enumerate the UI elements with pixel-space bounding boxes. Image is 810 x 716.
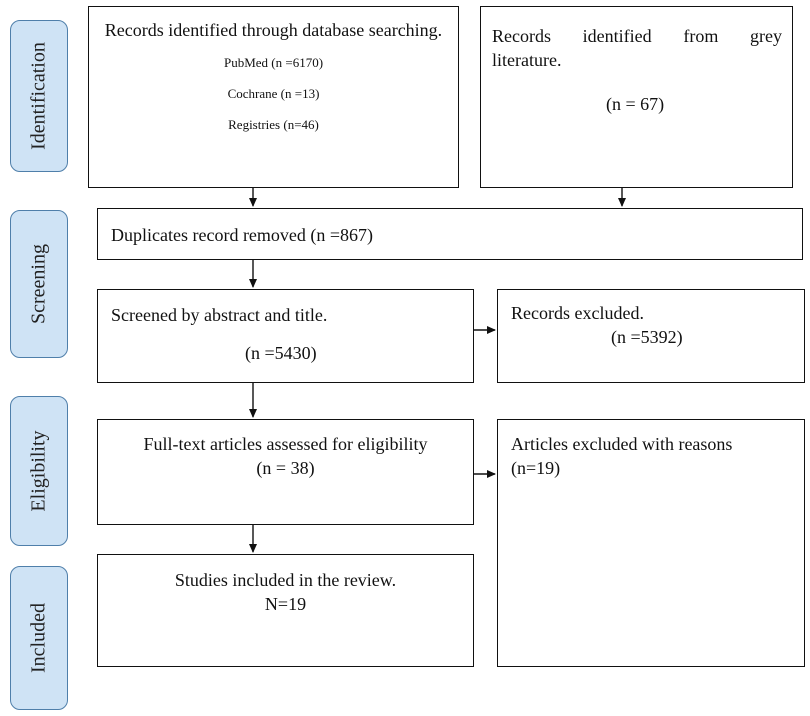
phase-screening: Screening	[10, 210, 68, 358]
included-studies-box: Studies included in the review. N=19	[97, 554, 474, 667]
articles-excluded-box: Articles excluded with reasons (n=19)	[497, 419, 805, 667]
duplicates-removed-box: Duplicates record removed (n =867)	[97, 208, 803, 260]
database-search-box: Records identified through database sear…	[88, 6, 459, 188]
records-excluded-count: (n =5392)	[611, 327, 683, 347]
grey-literature-count: (n = 67)	[606, 94, 665, 114]
grey-literature-line1: Records identified from grey	[492, 26, 782, 46]
full-text-title: Full-text articles assessed for eligibil…	[143, 434, 428, 454]
grey-literature-box: Records identified from grey literature.…	[480, 6, 793, 188]
phase-eligibility: Eligibility	[10, 396, 68, 546]
included-studies-count: N=19	[264, 594, 307, 614]
screened-box: Screened by abstract and title. (n =5430…	[97, 289, 474, 383]
grey-literature-line2: literature.	[492, 50, 562, 70]
pubmed-count: PubMed (n =6170)	[223, 55, 324, 70]
included-studies-title: Studies included in the review.	[174, 570, 397, 590]
database-search-title: Records identified through database sear…	[104, 20, 443, 40]
cochrane-count: Cochrane (n =13)	[227, 86, 320, 101]
screened-count: (n =5430)	[245, 343, 317, 363]
phase-included: Included	[10, 566, 68, 710]
full-text-count: (n = 38)	[256, 458, 315, 478]
duplicates-removed-text: Duplicates record removed (n =867)	[111, 225, 374, 245]
articles-excluded-title: Articles excluded with reasons	[511, 434, 733, 454]
screened-title: Screened by abstract and title.	[111, 305, 328, 325]
records-excluded-title: Records excluded.	[511, 303, 644, 323]
phase-identification: Identification	[10, 20, 68, 172]
registries-count: Registries (n=46)	[228, 117, 319, 132]
articles-excluded-count: (n=19)	[511, 458, 561, 478]
full-text-box: Full-text articles assessed for eligibil…	[97, 419, 474, 525]
records-excluded-box: Records excluded. (n =5392)	[497, 289, 805, 383]
